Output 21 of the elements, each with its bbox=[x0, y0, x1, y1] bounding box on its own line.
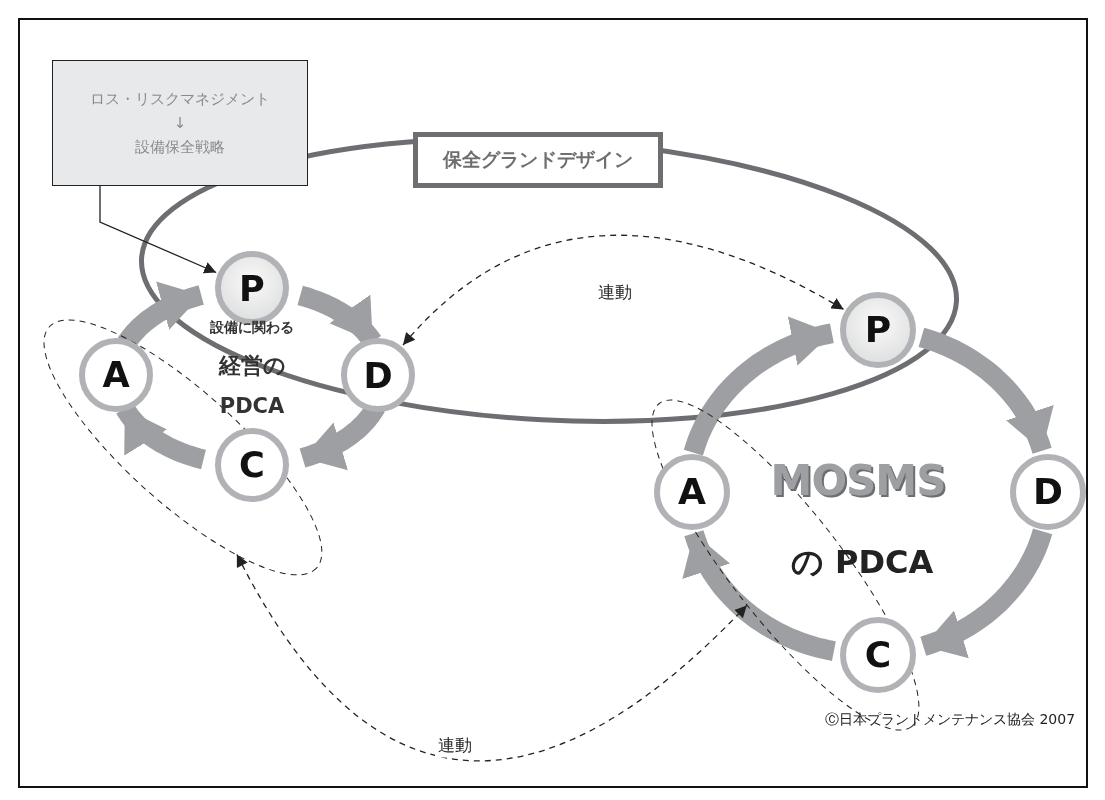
phase-circle: A bbox=[654, 454, 730, 530]
caption: の PDCA bbox=[790, 542, 934, 583]
phase-circle: P bbox=[840, 292, 916, 368]
cycle-arrow bbox=[682, 529, 838, 661]
phase-circle: C bbox=[215, 428, 289, 502]
caption: PDCA bbox=[219, 394, 285, 418]
cycle-arrow bbox=[683, 316, 836, 457]
dashed-arrow bbox=[236, 553, 748, 761]
cycle-arrow bbox=[919, 526, 1053, 659]
dashed-ellipse bbox=[43, 318, 323, 576]
phase-circle: D bbox=[341, 338, 415, 412]
phase-circle: C bbox=[840, 617, 916, 693]
cycle-arrow bbox=[917, 327, 1054, 456]
phase-circle: A bbox=[79, 338, 153, 412]
title-box: 保全グランドデザイン bbox=[413, 132, 663, 188]
phase-circle: D bbox=[1010, 454, 1086, 530]
copyright-note: Ⓒ日本プラントメンテナンス協会 2007 bbox=[824, 711, 1076, 729]
dashed-arrow bbox=[402, 235, 845, 346]
system-name: MOSMS bbox=[770, 455, 946, 505]
arrow bbox=[99, 185, 217, 274]
note-box: ロス・リスクマネジメント ↓ 設備保全戦略 bbox=[52, 60, 308, 186]
